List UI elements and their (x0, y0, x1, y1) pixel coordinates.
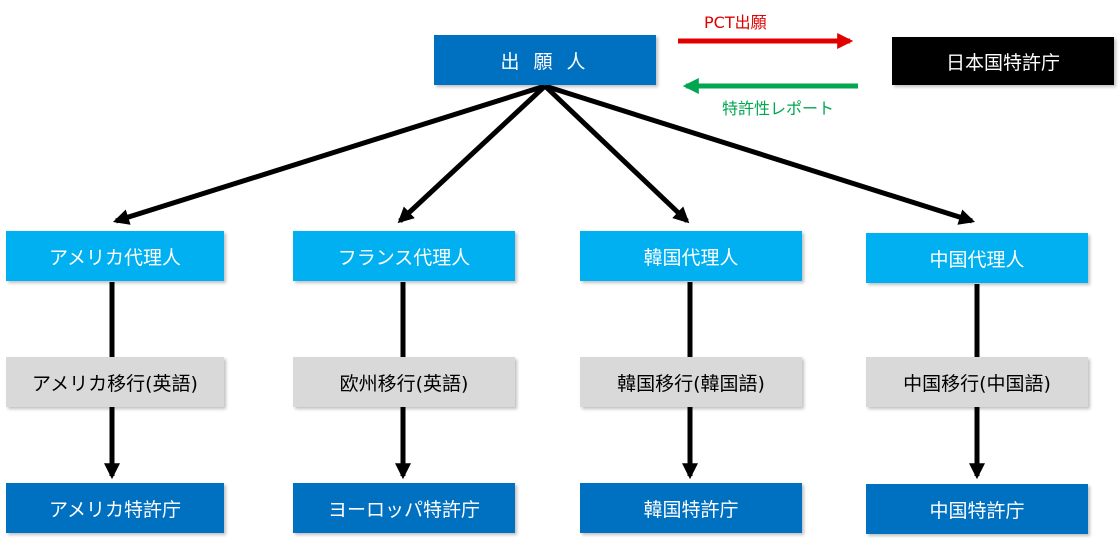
office-box-eu: ヨーロッパ特許庁 (293, 483, 515, 533)
arrow-applicant-to-kr-agent (543, 84, 690, 224)
agent-label: 中国代理人 (929, 248, 1025, 271)
office-box-cn: 中国特許庁 (866, 484, 1088, 534)
jpo-box: 日本国特許庁 (892, 37, 1114, 85)
national-phase-label: 欧州移行(英語) (339, 372, 469, 395)
agent-box-cn: 中国代理人 (866, 233, 1088, 283)
jpo-label: 日本国特許庁 (945, 51, 1060, 74)
agent-label: アメリカ代理人 (48, 246, 182, 269)
national-phase-label: アメリカ移行(英語) (32, 372, 198, 395)
pct-filing-label: PCT出願 (704, 13, 767, 32)
applicant-box: 出 願 人 (434, 35, 656, 85)
arrow-applicant-to-cn-agent (544, 83, 976, 225)
arrow-applicant-to-fr-agent (397, 84, 547, 224)
national-phase-label: 韓国移行(韓国語) (617, 372, 765, 395)
agent-label: フランス代理人 (337, 246, 471, 269)
agent-box-kr: 韓国代理人 (580, 231, 802, 281)
agent-label: 韓国代理人 (643, 246, 739, 269)
national-phase-box-kr: 韓国移行(韓国語) (580, 357, 802, 407)
office-box-us: アメリカ特許庁 (6, 483, 224, 533)
office-box-kr: 韓国特許庁 (580, 483, 802, 533)
national-phase-box-eu: 欧州移行(英語) (293, 357, 515, 407)
office-label: アメリカ特許庁 (48, 498, 182, 521)
applicant-label: 出 願 人 (500, 50, 590, 73)
national-phase-box-us: アメリカ移行(英語) (6, 357, 224, 407)
national-phase-box-cn: 中国移行(中国語) (866, 357, 1088, 407)
office-label: 中国特許庁 (929, 499, 1025, 522)
agent-box-fr: フランス代理人 (293, 231, 515, 281)
office-label: ヨーロッパ特許庁 (327, 498, 480, 521)
arrow-applicant-to-us-agent (112, 83, 546, 225)
office-label: 韓国特許庁 (643, 498, 739, 521)
national-phase-label: 中国移行(中国語) (903, 372, 1051, 395)
patentability-report-label: 特許性レポート (722, 99, 835, 118)
agent-box-us: アメリカ代理人 (6, 231, 224, 281)
